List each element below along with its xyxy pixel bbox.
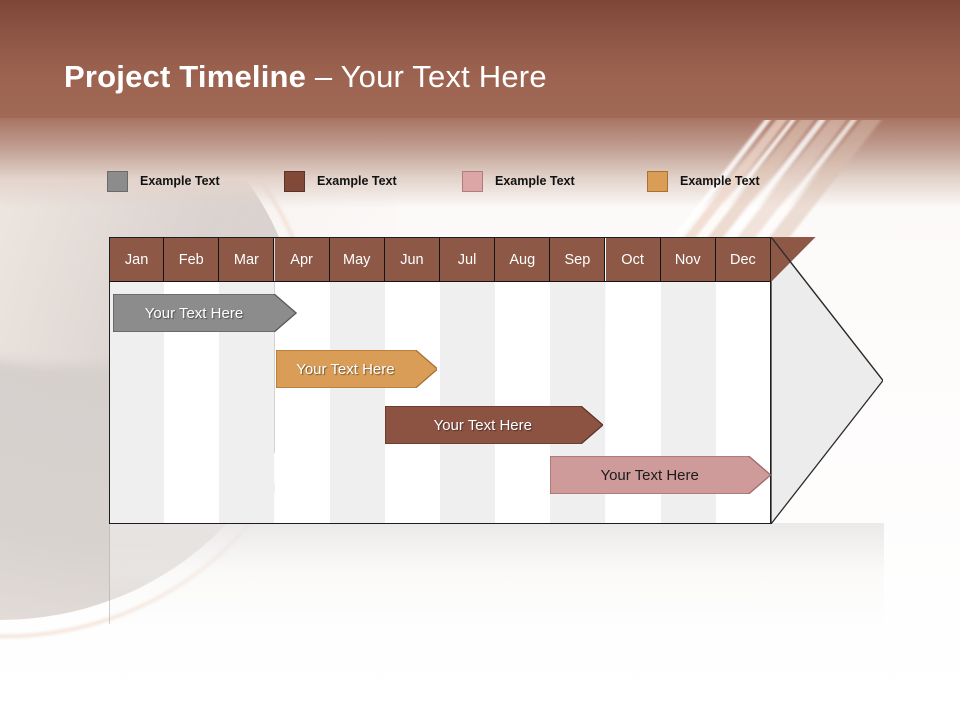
legend: Example Text Example Text Example Text Exam…	[107, 167, 847, 195]
task-bar-0[interactable]: Your Text Here	[113, 294, 297, 332]
legend-swatch-icon	[284, 170, 305, 192]
month-header-jul[interactable]: Jul	[440, 237, 496, 282]
legend-item-label: Example Text	[317, 174, 397, 188]
legend-item-label: Example Text	[495, 174, 575, 188]
grid-column-aug	[495, 237, 551, 524]
month-header-feb[interactable]: Feb	[164, 237, 220, 282]
legend-swatch-icon	[107, 170, 128, 192]
month-header-underline	[109, 281, 771, 283]
month-header-nov[interactable]: Nov	[660, 237, 716, 282]
legend-item-0[interactable]: Example Text	[107, 167, 220, 195]
legend-item-3[interactable]: Example Text	[647, 167, 760, 195]
page-title-strong: Project Timeline	[64, 59, 307, 94]
grid-column-jan	[109, 237, 165, 524]
legend-swatch-icon	[647, 170, 668, 192]
legend-item-1[interactable]: Example Text	[284, 167, 397, 195]
page-title-light: – Your Text Here	[306, 59, 547, 94]
page-title: Project Timeline – Your Text Here	[64, 59, 547, 95]
task-bar-3[interactable]: Your Text Here	[550, 456, 771, 494]
legend-swatch-icon	[462, 170, 483, 192]
legend-item-label: Example Text	[140, 174, 220, 188]
grid-column-feb	[164, 237, 220, 524]
month-header-jun[interactable]: Jun	[384, 237, 440, 282]
header-band	[0, 0, 960, 123]
task-bar-2[interactable]: Your Text Here	[384, 406, 603, 444]
grid-column-jul	[440, 237, 496, 524]
month-header-aug[interactable]: Aug	[495, 237, 551, 282]
month-header-sep[interactable]: Sep	[550, 237, 606, 282]
grid-column-mar	[219, 237, 275, 524]
month-header-jan[interactable]: Jan	[109, 237, 165, 282]
month-header-oct[interactable]: Oct	[605, 237, 661, 282]
legend-item-label: Example Text	[680, 174, 760, 188]
month-header-mar[interactable]: Mar	[219, 237, 275, 282]
legend-item-2[interactable]: Example Text	[462, 167, 575, 195]
task-bar-1[interactable]: Your Text Here	[275, 350, 438, 388]
month-header-may[interactable]: May	[329, 237, 385, 282]
month-header-apr[interactable]: Apr	[274, 237, 330, 282]
month-header-dec[interactable]: Dec	[715, 237, 771, 282]
